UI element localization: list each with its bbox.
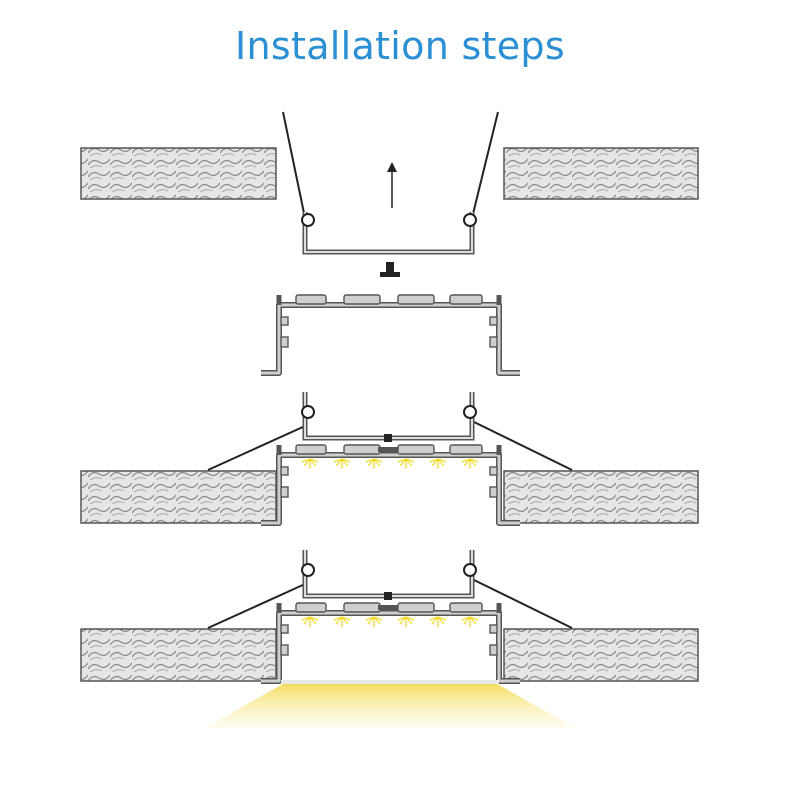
mounting-bracket	[282, 111, 499, 255]
led-strip	[301, 616, 479, 628]
mounting-bracket	[207, 550, 573, 629]
aluminium-profile	[261, 295, 520, 373]
step-3	[80, 550, 699, 728]
page-title: Installation steps	[235, 24, 565, 68]
mounting-bracket	[207, 392, 573, 471]
diffuser-cover	[281, 680, 499, 684]
screw-icon	[380, 262, 400, 277]
step-2	[80, 392, 699, 524]
led-strip	[301, 458, 479, 470]
aluminium-profile	[261, 445, 520, 523]
ceiling-left	[80, 470, 277, 524]
step-1	[80, 111, 699, 373]
aluminium-profile	[261, 603, 520, 681]
screw-icon	[384, 592, 392, 600]
light-beam	[205, 684, 575, 728]
ceiling-right	[503, 147, 699, 200]
ceiling-right	[503, 470, 699, 524]
screw-icon	[384, 434, 392, 442]
up-arrow-icon	[387, 162, 397, 208]
ceiling-left	[80, 628, 277, 682]
ceiling-left	[80, 147, 277, 200]
ceiling-right	[503, 628, 699, 682]
